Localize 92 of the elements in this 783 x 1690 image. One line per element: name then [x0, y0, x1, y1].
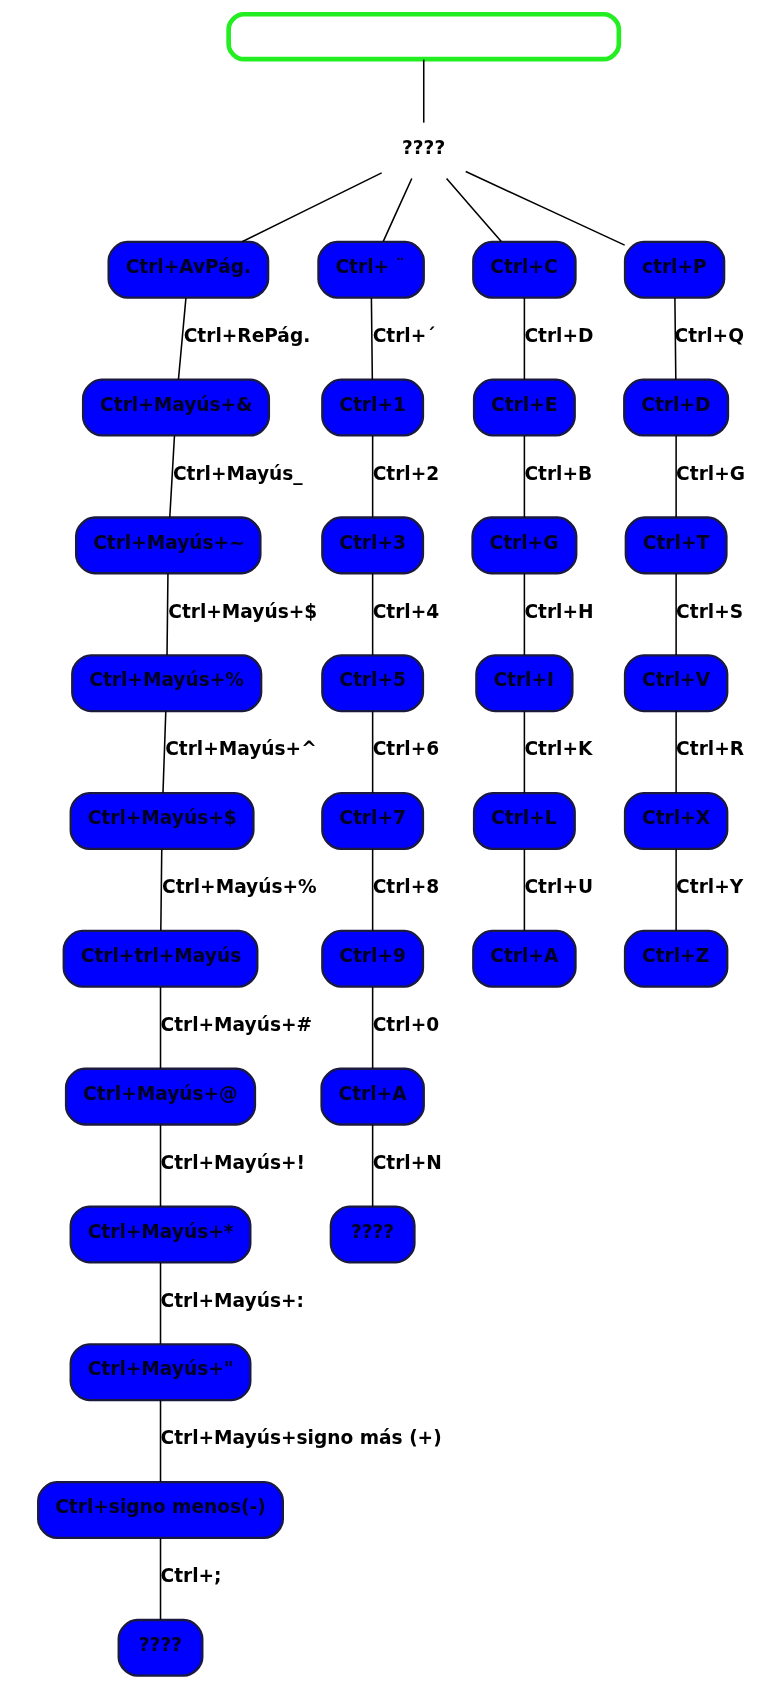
- edge-label: Ctrl+RePág.: [183, 324, 310, 346]
- node-box: Ctrl+Mayús+*: [69, 1205, 251, 1264]
- connector: [159, 848, 163, 932]
- connector: [371, 434, 373, 519]
- node-box: Ctrl+1: [320, 378, 424, 437]
- connector: [523, 710, 525, 794]
- node-box: Ctrl+3: [320, 516, 424, 575]
- node-box: Ctrl+T: [624, 516, 728, 575]
- node-box: Ctrl+Mayús+": [69, 1343, 251, 1402]
- node-box: Ctrl+D: [622, 378, 729, 437]
- edge-label: Ctrl+8: [372, 876, 439, 898]
- connector: [381, 177, 413, 243]
- node-box: ????: [329, 1205, 416, 1264]
- node-text: ????: [401, 136, 445, 158]
- connector: [422, 58, 424, 124]
- connector: [370, 297, 373, 381]
- connector: [523, 572, 525, 656]
- edge-label: Ctrl+;: [160, 1565, 222, 1587]
- edge-label: Ctrl+Mayús+:: [160, 1289, 304, 1311]
- node-box: ????: [117, 1618, 203, 1677]
- node-box: Ctrl+Mayús+$: [69, 791, 255, 851]
- edge-label: Ctrl+G: [675, 462, 745, 484]
- node-box: Ctrl+AvPág.: [107, 240, 269, 299]
- node-box: Ctrl+C: [471, 240, 577, 299]
- connector: [674, 848, 677, 932]
- node-box: Ctrl+9: [320, 929, 424, 988]
- edge-label: Ctrl+Mayús+!: [160, 1151, 305, 1173]
- connector: [371, 572, 373, 656]
- connector: [371, 1124, 373, 1208]
- edge-label: Ctrl+´: [372, 324, 436, 346]
- node-box: ctrl+P: [623, 240, 725, 299]
- connector: [161, 710, 167, 794]
- edge-label: Ctrl+0: [372, 1013, 439, 1035]
- connector: [371, 710, 373, 794]
- edge-label: Ctrl+Mayús+#: [160, 1013, 312, 1035]
- node-box: Ctrl+A: [319, 1067, 425, 1126]
- edge-label: Ctrl+S: [675, 600, 743, 622]
- node-box: Ctrl+7: [320, 791, 424, 851]
- connector: [159, 986, 161, 1070]
- node-box: Ctrl+signo menos(-): [36, 1481, 284, 1540]
- connector: [464, 170, 625, 246]
- edge-label: Ctrl+N: [372, 1151, 442, 1173]
- node-box: Ctrl+V: [623, 654, 728, 713]
- connector: [523, 297, 525, 381]
- connector: [159, 1399, 161, 1483]
- node-box: Ctrl+ ¨: [316, 240, 425, 299]
- connector: [371, 848, 373, 932]
- connector: [159, 1537, 161, 1621]
- connector: [159, 1124, 161, 1208]
- node-box: Ctrl+X: [623, 791, 728, 851]
- edge-label: Ctrl+H: [523, 600, 594, 622]
- connector: [445, 177, 502, 243]
- connector: [674, 434, 677, 519]
- node-box: [225, 11, 621, 62]
- node-box: Ctrl+Mayús+&: [81, 378, 270, 437]
- edge-label: Ctrl+6: [372, 738, 439, 760]
- edge-label: Ctrl+Mayús+%: [161, 876, 317, 898]
- node-box: Ctrl+Mayús+%: [70, 654, 262, 713]
- edge-label: Ctrl+Mayús_: [172, 462, 303, 484]
- connector: [371, 986, 373, 1070]
- connector: [159, 1261, 161, 1345]
- edge-label: Ctrl+Mayús+signo más (+): [160, 1427, 442, 1449]
- node-box: Ctrl+Mayús+~: [74, 516, 262, 575]
- connector: [240, 172, 382, 243]
- edge-label: Ctrl+2: [372, 462, 439, 484]
- connector: [523, 848, 525, 932]
- node-box: Ctrl+A: [471, 929, 577, 988]
- node-box: Ctrl+I: [474, 654, 574, 713]
- connector: [674, 710, 677, 794]
- edge-label: Ctrl+Q: [674, 324, 744, 346]
- node-box: Ctrl+trl+Mayús: [62, 929, 258, 988]
- node-box: Ctrl+L: [472, 791, 576, 851]
- connector: [165, 572, 169, 656]
- edge-label: Ctrl+D: [523, 324, 593, 346]
- connector: [168, 434, 175, 519]
- connector: [177, 297, 187, 381]
- edge-label: Ctrl+Mayús+$: [167, 600, 317, 622]
- edge-label: Ctrl+Mayús+^: [164, 738, 317, 760]
- node-box: Ctrl+E: [472, 378, 576, 437]
- node-box: Ctrl+Z: [623, 929, 728, 988]
- edge-label: Ctrl+Y: [675, 876, 743, 898]
- node-box: Ctrl+G: [470, 516, 577, 575]
- node-box: Ctrl+5: [320, 654, 424, 713]
- node-box: Ctrl+Mayús+@: [64, 1067, 256, 1126]
- connector: [523, 434, 525, 519]
- edge-label: Ctrl+4: [372, 600, 439, 622]
- edge-label: Ctrl+R: [675, 738, 744, 760]
- edge-label: Ctrl+B: [523, 462, 592, 484]
- connector: [674, 572, 677, 656]
- edge-label: Ctrl+U: [523, 876, 593, 898]
- edge-label: Ctrl+K: [523, 738, 592, 760]
- connector: [673, 297, 677, 381]
